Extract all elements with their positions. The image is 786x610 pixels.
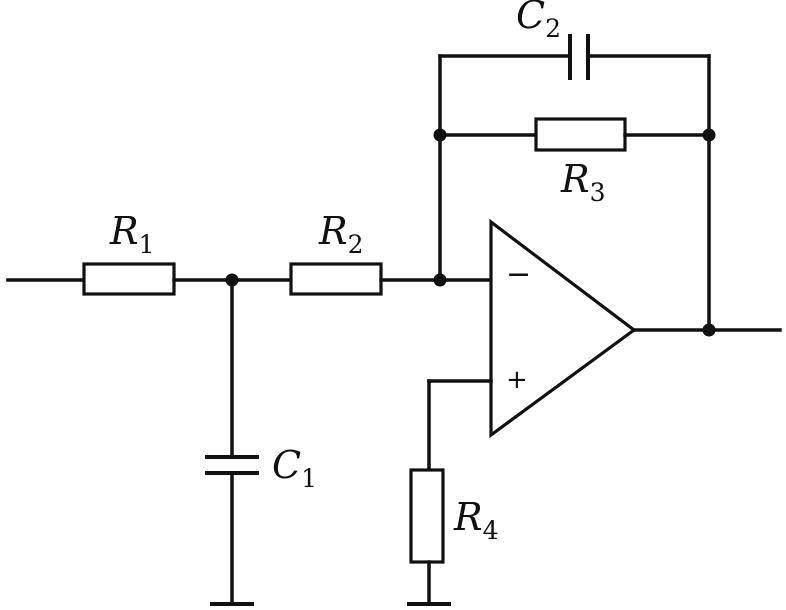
opamp-triangle	[489, 218, 637, 439]
junction-r1-r2	[225, 273, 239, 287]
junction-r3-left	[433, 128, 447, 142]
junction-output	[702, 323, 716, 337]
resistor-r2	[289, 262, 383, 296]
opamp-minus-sign: −	[506, 257, 531, 292]
opamp-plus-sign: +	[506, 365, 528, 395]
junction-r3-right	[702, 128, 716, 142]
label-c1: C1	[272, 443, 317, 493]
resistor-r4	[409, 468, 445, 564]
label-r4: R4	[453, 495, 499, 545]
resistor-r1	[82, 262, 176, 296]
label-r1: R1	[109, 209, 155, 259]
junction-inverting	[433, 273, 447, 287]
label-c2: C2	[516, 0, 561, 43]
label-r2: R2	[318, 209, 364, 259]
label-r3: R3	[560, 157, 606, 207]
resistor-r3	[534, 117, 627, 152]
